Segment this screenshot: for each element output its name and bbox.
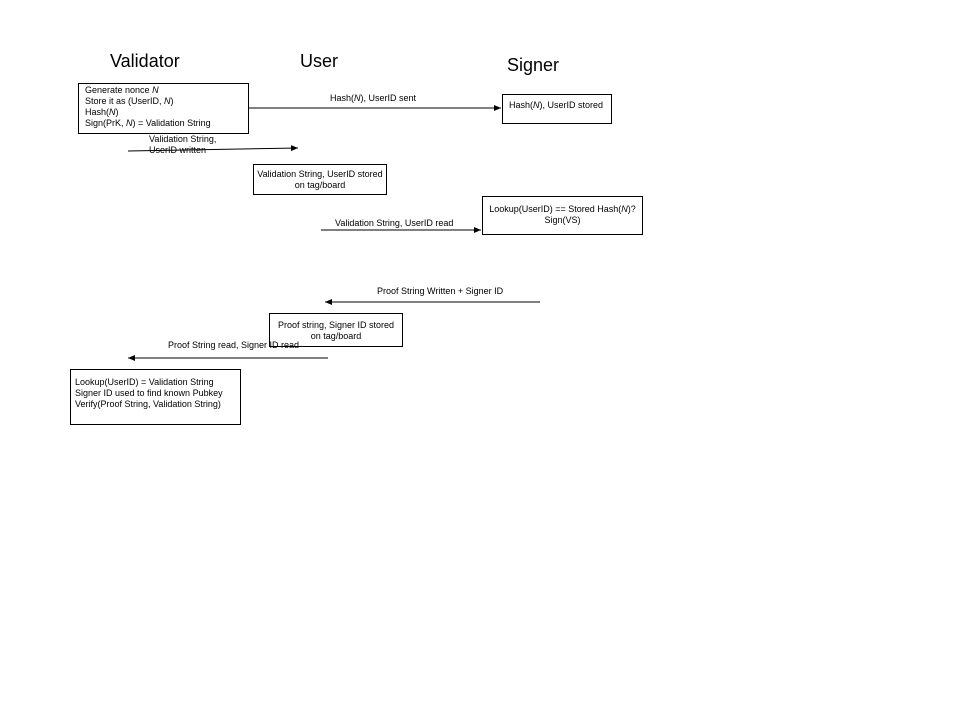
signer-stored-box: Hash(N), UserID stored (502, 94, 612, 124)
validator-init-box-line-3: Hash(N) (85, 107, 119, 117)
user-proof-stored-box-line-1: Proof string, Signer ID stored (277, 320, 395, 330)
label-validation-string-written-line-2: UserID written (149, 145, 207, 155)
validator-init-box-line-1: Generate nonce N (85, 85, 159, 95)
user-lane-heading: User (300, 51, 339, 71)
signer-lane-heading: Signer (507, 55, 560, 75)
validator-verify-box-line-1: Lookup(UserID) = Validation String (75, 377, 214, 387)
signer-lookup-box: Lookup(UserID) == Stored Hash(N)?Sign(VS… (482, 196, 643, 235)
signer-stored-box-line-1: Hash(N), UserID stored (509, 100, 604, 110)
validator-init-box-line-2: Store it as (UserID, N) (85, 96, 174, 106)
arrow-validation-string-written (127, 145, 299, 152)
user-validation-stored-box-line-2: on tag/board (294, 180, 346, 190)
validator-lane-heading: Validator (110, 51, 180, 71)
signer-lookup-box-line-1: Lookup(UserID) == Stored Hash(N)? (489, 204, 636, 214)
label-validation-string-read-line-1: Validation String, UserID read (335, 218, 454, 228)
label-validation-string-written-line-1: Validation String, (149, 134, 217, 144)
user-validation-stored-box-line-1: Validation String, UserID stored (257, 169, 383, 179)
label-proof-string-read-line-1: Proof String read, Signer ID read (168, 340, 300, 350)
label-proof-string-written-line-1: Proof String Written + Signer ID (377, 286, 504, 296)
validator-verify-box-line-3: Verify(Proof String, Validation String) (75, 399, 221, 409)
validator-verify-box-line-2: Signer ID used to find known Pubkey (75, 388, 223, 398)
label-proof-string-read: Proof String read, Signer ID read (168, 340, 299, 351)
label-hash-sent-line-1: Hash(N), UserID sent (330, 93, 417, 103)
validator-init-box-line-4: Sign(PrK, N) = Validation String (85, 118, 211, 128)
label-validation-string-read: Validation String, UserID read (335, 218, 453, 229)
label-validation-string-written: Validation String,UserID written (149, 134, 216, 156)
label-hash-sent: Hash(N), UserID sent (330, 93, 416, 104)
signer-lookup-box-line-2: Sign(VS) (544, 215, 581, 225)
user-proof-stored-box-line-2: on tag/board (310, 331, 362, 341)
label-proof-string-written: Proof String Written + Signer ID (377, 286, 503, 297)
